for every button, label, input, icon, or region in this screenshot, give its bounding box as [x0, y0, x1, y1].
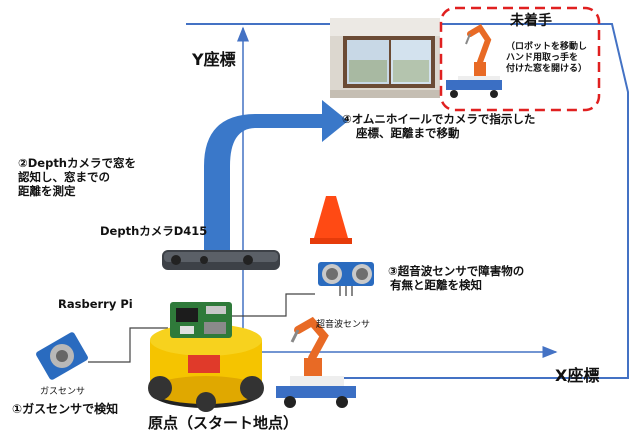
robot-arm-top — [446, 23, 502, 98]
gas-sensor-label: ガスセンサ — [40, 387, 86, 397]
step1-text: ①ガスセンサで検知 — [12, 402, 119, 416]
room-boundary — [186, 23, 629, 379]
step4-text: ④オムニホイールでカメラで指示した 座標、距離まで移動 — [342, 112, 535, 140]
depth-camera-label: DepthカメラD415 — [100, 224, 208, 238]
ultrasonic-sensor-label: 超音波センサ — [316, 320, 371, 330]
connector-sensor-robot — [196, 293, 315, 317]
y-axis-label: Y座標 — [192, 50, 236, 69]
traffic-cone-icon — [310, 196, 352, 244]
raspberry-pi-board — [170, 302, 232, 338]
gas-sensor-icon — [36, 332, 88, 380]
step3-line: ③超音波センサで障害物の — [388, 264, 525, 278]
depth-camera-icon — [162, 250, 280, 270]
step2-text: ②Depthカメラで窓を 認知し、窓までの 距離を測定 — [18, 156, 136, 198]
movement-arrow — [204, 100, 348, 250]
not-started-frame — [439, 6, 601, 112]
origin-label: 原点（スタート地点） — [148, 414, 299, 432]
not-started-note-line: ハンド用取っ手を — [506, 52, 579, 63]
ultrasonic-sensor-icon — [318, 262, 374, 296]
step4-line: 座標、距離まで移動 — [356, 126, 460, 141]
window-photo — [330, 18, 440, 98]
connector-gas-robot — [88, 327, 168, 363]
step2-line: ②Depthカメラで窓を — [18, 156, 136, 170]
not-started-note-line: 付けた窓を開ける） — [506, 63, 588, 74]
not-started-note-line: （ロボットを移動し — [506, 42, 588, 52]
step4-line: ④オムニホイールでカメラで指示した — [342, 112, 536, 126]
step3-text: ③超音波センサで障害物の 有無と距離を検知 — [388, 264, 524, 292]
x-axis-label: X座標 — [555, 366, 600, 385]
not-started-title: 未着手 — [510, 13, 552, 29]
step2-line: 認知し、窓までの — [18, 170, 110, 185]
not-started-note: （ロボットを移動し ハンド用取っ手を 付けた窓を開ける） — [506, 42, 587, 75]
raspberry-pi-label: Rasberry Pi — [58, 297, 133, 311]
step3-line: 有無と距離を検知 — [390, 278, 482, 293]
step2-line: 距離を測定 — [18, 184, 76, 199]
robot-arm-bottom — [276, 316, 356, 408]
